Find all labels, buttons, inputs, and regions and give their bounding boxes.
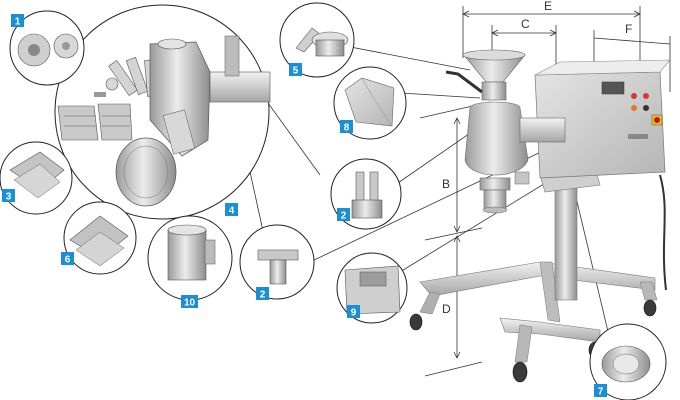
callout-badge-3: 3	[2, 189, 15, 203]
callout-badge-2-right: 2	[337, 208, 350, 222]
svg-text:5: 5	[293, 66, 299, 77]
svg-text:2: 2	[341, 211, 347, 222]
screen-segments	[57, 103, 133, 141]
dimension-labels: E C F B D	[442, 0, 632, 316]
callout-badge-9: 9	[347, 305, 360, 319]
dimension-label-e: E	[544, 0, 552, 13]
dimension-label-f: F	[625, 22, 632, 36]
svg-text:7: 7	[598, 387, 604, 398]
crank-handle	[445, 70, 483, 94]
stand-column	[554, 179, 578, 301]
exploded-view-circle	[54, 4, 271, 220]
detail-circle-1	[9, 10, 85, 86]
control-box	[534, 59, 671, 179]
display-panel	[601, 81, 625, 95]
callout-badge-6: 6	[61, 252, 74, 266]
svg-text:9: 9	[351, 308, 357, 319]
detail-circle-5	[279, 2, 355, 78]
motor-shaft	[209, 71, 271, 103]
callout-badge-7: 7	[594, 384, 607, 398]
svg-text:3: 3	[6, 192, 12, 203]
button-indicator-icon	[643, 105, 649, 111]
detail-circle-6	[63, 201, 137, 275]
callout-badge-8: 8	[340, 120, 353, 134]
button-indicator-icon	[631, 105, 637, 111]
svg-text:4: 4	[229, 206, 235, 217]
dimension-label-c: C	[521, 17, 530, 31]
seal-ring-icon	[105, 77, 119, 91]
svg-text:8: 8	[344, 123, 350, 134]
detail-circle-3	[0, 141, 73, 215]
stand-base	[419, 261, 658, 363]
callout-badge-10: 10	[181, 295, 198, 309]
mill-assembly	[445, 49, 566, 214]
wheel-icon	[512, 361, 528, 383]
callout-badge-1: 1	[11, 14, 24, 28]
callout-badge-2-left: 2	[256, 287, 269, 301]
detail-circle-7	[589, 323, 667, 400]
svg-text:6: 6	[65, 255, 71, 266]
callout-badges: 1 2 2 3 4 5 6 7	[2, 14, 607, 398]
mill-housing	[149, 41, 211, 157]
wheel-icon	[409, 313, 423, 331]
cover-lid	[115, 137, 177, 207]
dimension-label-b: B	[442, 177, 450, 191]
button-indicator-icon	[631, 93, 637, 99]
power-cable	[659, 174, 667, 291]
svg-text:10: 10	[184, 298, 196, 309]
brand-label	[628, 134, 648, 139]
detail-circle-2-left	[239, 224, 315, 300]
detail-circle-10	[147, 215, 233, 301]
main-machine	[409, 49, 671, 383]
button-indicator-icon	[643, 93, 649, 99]
callout-badge-5: 5	[289, 63, 302, 77]
svg-text:1: 1	[15, 17, 21, 28]
svg-text:2: 2	[260, 290, 266, 301]
drive-shaft	[519, 117, 566, 143]
dimension-label-d: D	[442, 302, 451, 316]
callout-badge-4: 4	[225, 203, 238, 217]
wheel-icon	[643, 299, 657, 317]
